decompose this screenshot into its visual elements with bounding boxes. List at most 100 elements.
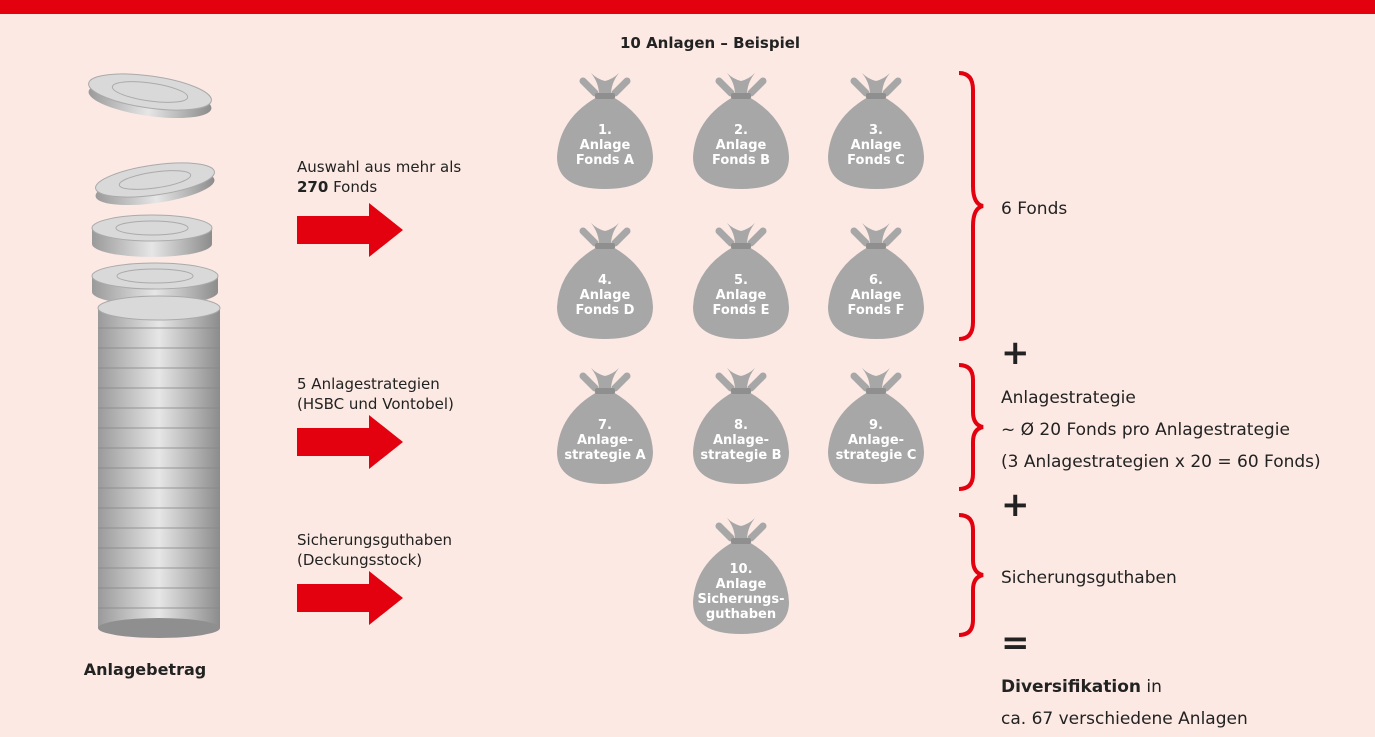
diversification-line2: ca. 67 verschiedene Anlagen — [1001, 709, 1248, 729]
money-bag-label-line: 9. — [869, 418, 883, 433]
money-bag-8: 8.Anlage-strategie B — [691, 362, 791, 484]
money-bag-label-line: 6. — [869, 273, 883, 288]
flying-coin-1-icon — [88, 73, 212, 119]
money-bag-icon — [693, 518, 789, 634]
fonds-selection-text: Auswahl aus mehr als 270 Fonds — [297, 157, 517, 197]
money-bag-label-line: Fonds E — [712, 303, 770, 318]
money-bag-label-line: Anlage- — [847, 433, 905, 448]
strategy-summary-line1: Anlagestrategie — [1001, 388, 1136, 408]
money-bag-label-line: strategie C — [835, 448, 917, 463]
fonds-selection-line1: Auswahl aus mehr als — [297, 158, 462, 176]
money-bag-label-line: strategie B — [700, 448, 782, 463]
diversification-line1: Diversifikation in — [1001, 671, 1248, 703]
strategies-line2: (HSBC und Vontobel) — [297, 395, 454, 413]
strategies-line1: 5 Anlagestrategien — [297, 375, 440, 393]
money-bag-label-line: Anlage — [579, 288, 631, 303]
money-bag-label-line: Anlage — [579, 138, 631, 153]
money-bag-icon — [693, 73, 789, 189]
sicherung-line2: (Deckungsstock) — [297, 551, 423, 569]
money-bag-icon — [693, 368, 789, 484]
money-bag-icon — [557, 368, 653, 484]
money-bag-label-line: Anlage — [715, 577, 767, 592]
strategy-summary-line2: ~ Ø 20 Fonds pro Anlagestrategie — [1001, 420, 1290, 440]
money-bag-label-line: Fonds F — [847, 303, 905, 318]
money-bag-7: 7.Anlage-strategie A — [555, 362, 655, 484]
money-bag-label: 7.Anlage-strategie A — [555, 418, 655, 463]
money-bag-label-line: Anlage- — [712, 433, 770, 448]
money-bag-label-line: 5. — [734, 273, 748, 288]
brace-sicherung-icon — [958, 513, 984, 637]
money-bag-label-line: Anlage — [715, 138, 767, 153]
money-bag-icon — [828, 368, 924, 484]
fonds-selection-line2: 270 Fonds — [297, 177, 517, 197]
money-bag-label: 9.Anlage-strategie C — [826, 418, 926, 463]
money-bag-label-line: 3. — [869, 123, 883, 138]
equals-sign: = — [1001, 623, 1030, 663]
strategies-text: 5 Anlagestrategien (HSBC und Vontobel) — [297, 374, 517, 414]
money-bag-icon — [557, 73, 653, 189]
coin-stack-caption: Anlagebetrag — [83, 660, 207, 679]
strategy-summary-line3: (3 Anlagestrategien x 20 = 60 Fonds) — [1001, 452, 1321, 472]
money-bag-label-line: 2. — [734, 123, 748, 138]
plus-sign-2: + — [1001, 485, 1030, 525]
brace-strategies-icon — [958, 363, 984, 491]
money-bag-label-line: Anlage — [715, 288, 767, 303]
money-bag-label-line: 1. — [598, 123, 612, 138]
flying-coin-2-icon — [95, 162, 215, 206]
money-bag-label-line: 10. — [729, 562, 753, 577]
diversification-bold: Diversifikation — [1001, 677, 1141, 697]
money-bag-label-line: Sicherungs- — [697, 592, 785, 607]
money-bag-icon — [828, 223, 924, 339]
flying-coin-3-icon — [91, 214, 213, 257]
diagram-title: 10 Anlagen – Beispiel — [619, 34, 801, 52]
money-bag-label-line: Fonds D — [575, 303, 635, 318]
sicherung-line1: Sicherungsguthaben — [297, 531, 453, 549]
money-bag-icon — [828, 73, 924, 189]
plus-sign-1: + — [1001, 333, 1030, 373]
money-bag-label-line: Fonds C — [847, 153, 905, 168]
money-bag-label-line: Fonds B — [711, 153, 771, 168]
money-bag-9: 9.Anlage-strategie C — [826, 362, 926, 484]
brace-fonds-icon — [958, 71, 984, 341]
fonds-word: Fonds — [333, 178, 378, 196]
money-bag-icon — [693, 223, 789, 339]
arrow-strategies-icon — [297, 415, 403, 469]
coin-stack-illustration — [88, 73, 221, 638]
money-bag-label: 8.Anlage-strategie B — [691, 418, 791, 463]
fonds-count: 270 — [297, 178, 329, 196]
arrow-fonds-icon — [297, 203, 403, 257]
money-bag-label-line: 4. — [598, 273, 612, 288]
money-bag-label-line: strategie A — [564, 448, 646, 463]
strategy-summary: Anlagestrategie ~ Ø 20 Fonds pro Anlages… — [1001, 382, 1321, 478]
top-accent-bar — [0, 0, 1375, 14]
coin-stack-icon — [97, 295, 221, 638]
money-bag-label-line: 7. — [598, 418, 612, 433]
sicherung-text: Sicherungsguthaben (Deckungsstock) — [297, 530, 517, 570]
fonds-count-text: 6 Fonds — [1001, 199, 1068, 219]
money-bag-label-line: guthaben — [705, 607, 777, 622]
money-bag-label-line: Anlage- — [576, 433, 634, 448]
money-bag-label-line: 8. — [734, 418, 748, 433]
money-bag-label-line: Anlage — [850, 288, 902, 303]
sicherung-summary: Sicherungsguthaben — [1001, 568, 1177, 588]
diversification-in: in — [1146, 677, 1162, 697]
money-bag-icon — [557, 223, 653, 339]
money-bag-label-line: Fonds A — [575, 153, 635, 168]
diversification-result: Diversifikation in ca. 67 verschiedene A… — [1001, 671, 1248, 735]
arrow-sicherung-icon — [297, 571, 403, 625]
money-bag-label-line: Anlage — [850, 138, 902, 153]
